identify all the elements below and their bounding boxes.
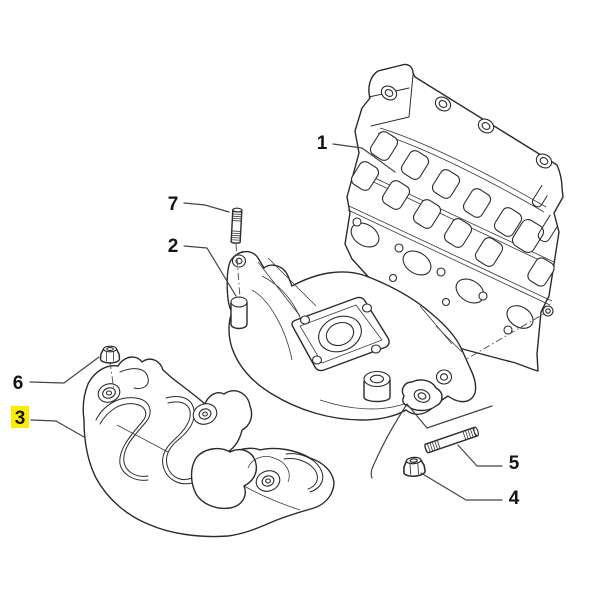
- callout-4[interactable]: 4: [504, 485, 524, 509]
- callout-2[interactable]: 2: [163, 233, 183, 257]
- part-5-stud: [424, 426, 479, 454]
- part-7-stud: [230, 207, 243, 244]
- gasket-square-ports: [350, 131, 555, 287]
- callout-7-label[interactable]: 7: [168, 194, 179, 215]
- part-3-heat-shield: [82, 356, 335, 538]
- assembly-axis-nut-6: [109, 361, 115, 391]
- fastener-group-bracket: [406, 403, 493, 429]
- leader-line-4: [420, 472, 503, 501]
- gasket-grommets: [380, 85, 553, 169]
- callout-5-label[interactable]: 5: [509, 453, 520, 474]
- callout-7[interactable]: 7: [163, 191, 183, 215]
- leader-line-1: [332, 143, 396, 173]
- part-4-nut: [403, 456, 426, 478]
- callout-1[interactable]: 1: [312, 130, 332, 154]
- callout-2-label[interactable]: 2: [168, 236, 179, 257]
- callout-5[interactable]: 5: [504, 450, 524, 474]
- callout-3[interactable]: 3: [11, 406, 29, 429]
- leader-line-7: [183, 202, 230, 213]
- callout-4-label[interactable]: 4: [509, 488, 520, 509]
- leader-line-3: [30, 419, 85, 438]
- callout-1-label[interactable]: 1: [317, 133, 328, 154]
- part-2-exhaust-manifold: [226, 251, 477, 421]
- gasket-oval-ports: [350, 222, 534, 329]
- leader-line-5: [457, 444, 503, 467]
- leader-lines: [29, 143, 503, 501]
- leader-line-2: [183, 245, 237, 297]
- callout-3-highlight: [11, 406, 29, 428]
- part-6-nut: [99, 345, 121, 364]
- leader-line-6: [29, 356, 100, 384]
- callout-6[interactable]: 6: [8, 370, 28, 394]
- callout-3-label[interactable]: 3: [15, 408, 26, 429]
- assembly-axis-stud-7: [235, 243, 241, 299]
- callout-6-label[interactable]: 6: [13, 373, 24, 394]
- fastener-group-hook: [370, 403, 408, 479]
